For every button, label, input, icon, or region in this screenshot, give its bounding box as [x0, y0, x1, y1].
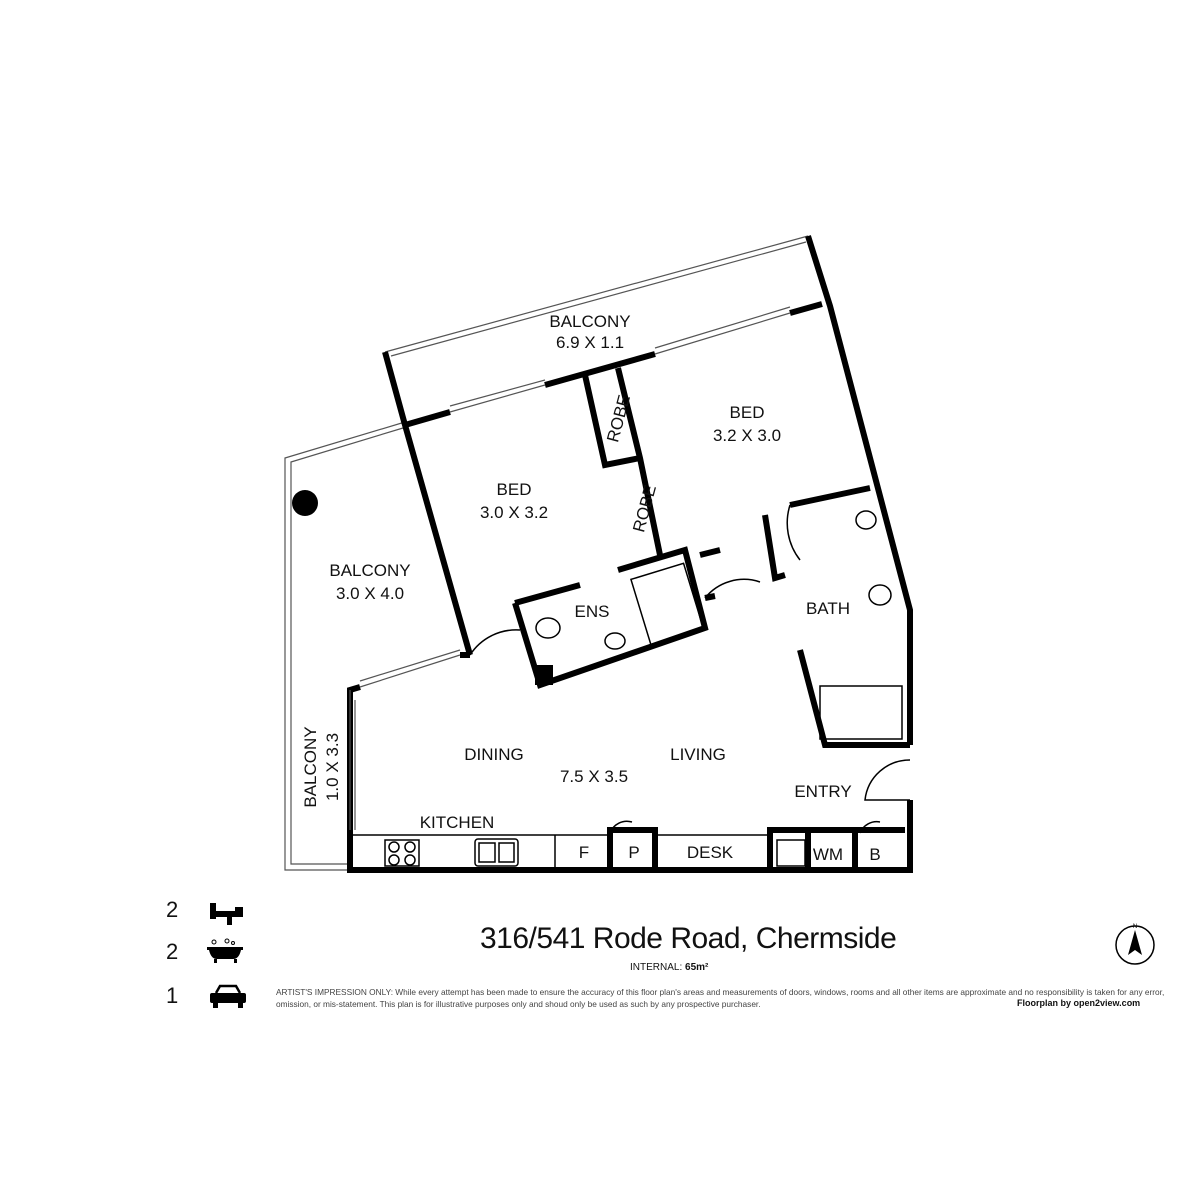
kitchen-label: KITCHEN — [420, 813, 495, 832]
basin-icon — [604, 632, 626, 650]
fridge-label: F — [579, 843, 589, 862]
doors — [469, 504, 911, 834]
balcony-left-dims: 3.0 X 4.0 — [336, 584, 404, 603]
pantry-label: P — [628, 843, 639, 862]
basin-icon — [855, 510, 877, 530]
living-label: LIVING — [670, 745, 726, 764]
internal-label: INTERNAL: — [630, 962, 683, 973]
living-dims: 7.5 X 3.5 — [560, 767, 628, 786]
compass-icon: N — [1115, 924, 1155, 965]
dining-label: DINING — [464, 745, 524, 764]
bathtub-icon — [207, 938, 243, 963]
balcony-small-dims: 1.0 X 3.3 — [323, 733, 342, 801]
internal-value: 65m² — [685, 962, 709, 973]
bed2-dims: 3.0 X 3.2 — [480, 503, 548, 522]
kitchen-counter — [350, 834, 806, 870]
laundry-tub-icon — [776, 839, 806, 867]
bathroom-count: 2 — [166, 939, 179, 964]
bath-shower-icon — [819, 685, 903, 740]
windows — [349, 306, 791, 830]
bed-icon — [210, 903, 243, 925]
bathroom-fixtures — [535, 510, 903, 740]
bath-label: BATH — [806, 599, 850, 618]
desk-label: DESK — [687, 843, 734, 862]
cooktop-icon — [384, 839, 420, 867]
balcony-top-dims: 6.9 X 1.1 — [556, 333, 624, 352]
parking-count: 1 — [166, 983, 179, 1008]
car-icon — [210, 984, 246, 1008]
balcony-small-label: BALCONY — [301, 726, 320, 807]
b-label: B — [869, 845, 880, 864]
bed2-label: BED — [497, 480, 532, 499]
bed1-label: BED — [730, 403, 765, 422]
property-address: 316/541 Rode Road, Chermside — [480, 922, 897, 955]
balcony-left-label: BALCONY — [329, 561, 410, 580]
entry-label: ENTRY — [794, 782, 851, 801]
sink-icon — [474, 838, 519, 867]
internal-area: INTERNAL: 65m² — [630, 962, 708, 973]
balcony-outlines — [284, 235, 809, 871]
bedroom-count: 2 — [166, 897, 179, 922]
disclaimer: ARTIST'S IMPRESSION ONLY: While every at… — [276, 987, 1165, 1009]
balcony-top-label: BALCONY — [549, 312, 630, 331]
walls — [347, 235, 913, 873]
toilet-icon — [868, 584, 892, 606]
toilet-icon — [535, 617, 561, 639]
compass-north-label: N — [1133, 924, 1137, 930]
ensuite-shower-icon — [630, 562, 705, 648]
column — [292, 490, 318, 516]
credit: Floorplan by open2view.com — [1017, 998, 1141, 1008]
bed1-dims: 3.2 X 3.0 — [713, 426, 781, 445]
ensuite-label: ENS — [575, 602, 610, 621]
wm-label: WM — [813, 845, 843, 864]
